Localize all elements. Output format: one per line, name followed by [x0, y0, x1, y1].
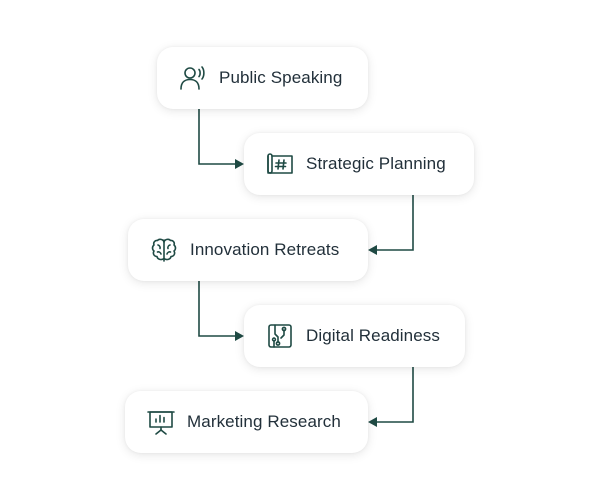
node-label: Strategic Planning	[306, 154, 446, 173]
node-label: Public Speaking	[219, 68, 343, 87]
circuit-board-icon	[264, 320, 296, 352]
connector-1-2	[198, 109, 236, 165]
arrowhead-4-5	[368, 417, 377, 427]
node-public-speaking[interactable]: Public Speaking	[157, 47, 368, 109]
arrowhead-1-2	[235, 159, 244, 169]
connector-2-3	[376, 195, 414, 251]
node-digital-readiness[interactable]: Digital Readiness	[244, 305, 465, 367]
node-label: Innovation Retreats	[190, 240, 340, 259]
connector-4-5	[376, 367, 414, 423]
brain-icon	[148, 234, 180, 266]
node-marketing-research[interactable]: Marketing Research	[125, 391, 368, 453]
node-label: Digital Readiness	[306, 326, 440, 345]
node-strategic-planning[interactable]: Strategic Planning	[244, 133, 474, 195]
arrowhead-2-3	[368, 245, 377, 255]
node-innovation-retreats[interactable]: Innovation Retreats	[128, 219, 368, 281]
presentation-chart-icon	[145, 406, 177, 438]
connector-3-4	[198, 281, 236, 337]
node-label: Marketing Research	[187, 412, 341, 431]
arrowhead-3-4	[235, 331, 244, 341]
speaker-person-icon	[177, 62, 209, 94]
blueprint-hash-icon	[264, 148, 296, 180]
